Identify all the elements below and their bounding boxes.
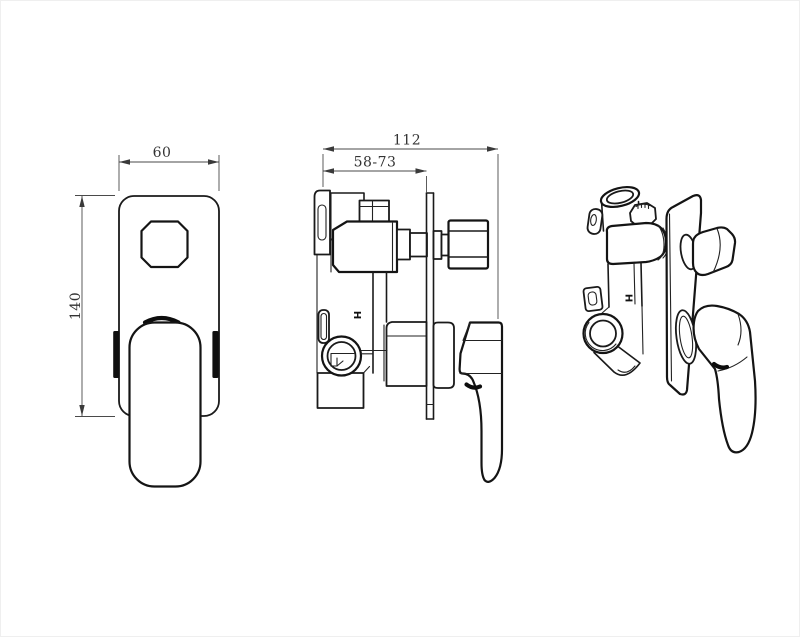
side-wall-bracket-bottom [317, 309, 330, 344]
side-view: 112 58-73 [313, 133, 504, 483]
iso-handle-shadow [711, 361, 730, 370]
side-diverter-knob [432, 219, 490, 270]
side-handle-shadow [464, 382, 483, 390]
side-wall-bracket-top [313, 189, 344, 256]
dim-side-depth-label: 112 [393, 133, 421, 149]
side-outlet-block [383, 321, 428, 387]
iso-mounting-lug-bottom [582, 285, 604, 313]
side-inlet-port [320, 335, 388, 377]
dim-side-rough-in-label: 58-73 [354, 155, 397, 171]
dim-side-rough-in: 58-73 [323, 155, 427, 192]
front-view: 60 140 [68, 145, 220, 488]
side-trim-plate-edge [425, 192, 435, 420]
front-side-clip-right [212, 331, 219, 378]
dim-side-depth: 112 [322, 133, 499, 319]
iso-valve-body [605, 221, 669, 355]
iso-inlet-pipe [599, 185, 641, 232]
dim-front-width-label: 60 [153, 145, 172, 161]
front-handle-gap-shadow [142, 315, 181, 325]
iso-screw-boss [629, 202, 657, 227]
iso-view: H [582, 185, 757, 454]
side-handle [432, 321, 504, 483]
front-mixer-handle [128, 321, 202, 488]
side-base-housing [316, 365, 371, 409]
side-cartridge-housing [331, 220, 428, 274]
iso-diverter-knob [679, 226, 737, 277]
front-side-clip-left [113, 331, 120, 378]
dim-front-height-label: 140 [68, 292, 84, 320]
iso-trim-plate [665, 194, 703, 396]
dim-front-height: 140 [68, 195, 115, 417]
side-hot-mark: H [351, 311, 362, 319]
front-diverter-button [140, 220, 189, 269]
iso-inlet-port [582, 306, 641, 376]
iso-mounting-lug-top [586, 208, 604, 235]
iso-handle [674, 304, 757, 454]
side-body-column [372, 271, 388, 374]
iso-hot-mark: H [623, 294, 634, 302]
dim-front-width: 60 [118, 145, 220, 191]
